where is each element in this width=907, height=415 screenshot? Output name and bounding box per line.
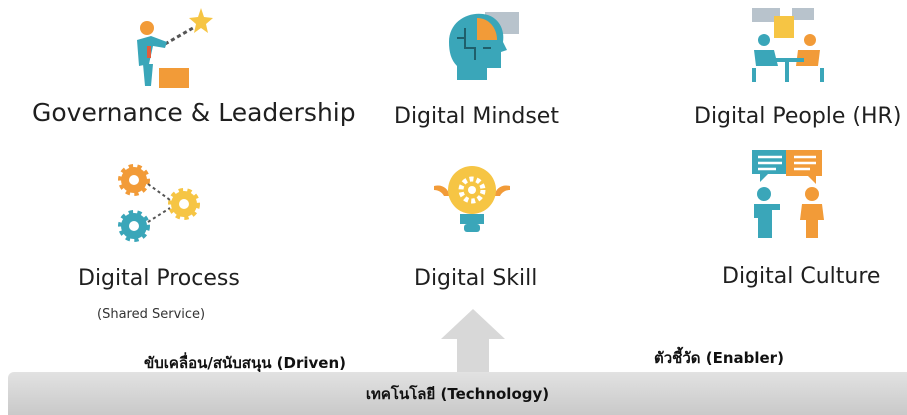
people-title: Digital People (HR) — [694, 104, 902, 129]
up-arrow-icon — [441, 309, 505, 373]
enabler-label: ตัวชี้วัด (Enabler) — [654, 349, 784, 367]
governance-title: Governance & Leadership — [32, 98, 356, 127]
mindset-title: Digital Mindset — [394, 104, 559, 129]
technology-label: เทคโนโลยี (Technology) — [365, 385, 550, 403]
culture-title: Digital Culture — [722, 264, 881, 289]
gears-icon — [118, 164, 200, 242]
process-subtitle: (Shared Service) — [97, 307, 206, 322]
head-brain-icon — [449, 12, 519, 80]
people-chat-icon — [752, 150, 824, 238]
lightbulb-gear-icon — [434, 166, 510, 232]
team-meeting-icon — [752, 8, 824, 82]
driven-label: ขับเคลื่อน/สนับสนุน (Driven) — [144, 354, 347, 372]
technology-foundation-bar: เทคโนโลยี (Technology) — [8, 372, 907, 415]
process-title: Digital Process — [78, 266, 240, 291]
skill-title: Digital Skill — [414, 266, 538, 291]
leader-star-icon — [137, 8, 213, 88]
